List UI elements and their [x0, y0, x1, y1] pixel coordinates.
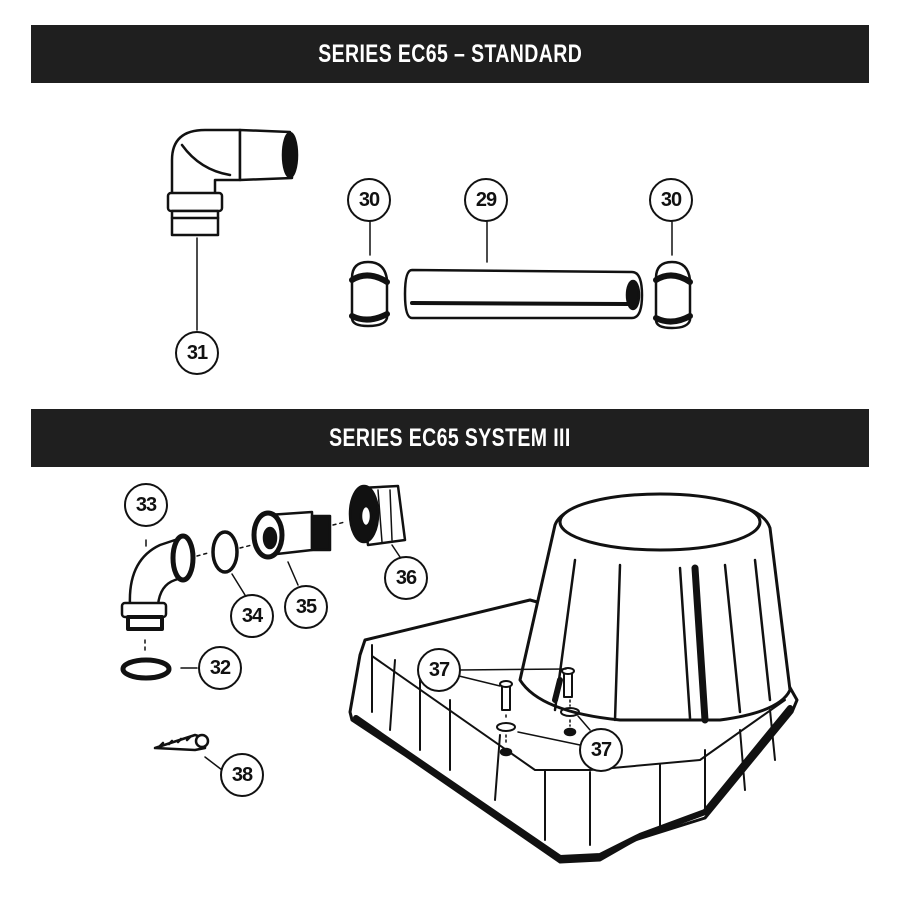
self-tapping-screw-38-illustration: [153, 733, 223, 771]
section-header-system-iii: SERIES EC65 SYSTEM III: [31, 409, 869, 467]
callout-37-top: 37: [417, 648, 461, 692]
callout-label: 34: [241, 604, 263, 627]
callout-38: 38: [220, 753, 264, 797]
housing-dome-illustration: [518, 492, 792, 724]
section-header-standard: SERIES EC65 – STANDARD: [31, 25, 869, 83]
elbow-fitting-33-illustration: [120, 533, 209, 653]
callout-30-right: 30: [649, 178, 693, 222]
section-title: SERIES EC65 – STANDARD: [318, 39, 582, 68]
callout-label: 35: [295, 595, 317, 618]
callout-label: 30: [660, 188, 682, 211]
union-adapter-35-illustration: [251, 510, 346, 586]
callout-37-bottom: 37: [579, 728, 623, 772]
callout-36: 36: [384, 556, 428, 600]
o-ring-34-illustration: [211, 530, 253, 596]
callout-label: 33: [135, 493, 157, 516]
screw-and-washer-37-illustration: [458, 667, 591, 757]
callout-label: 36: [395, 566, 417, 589]
elbow-fitting-31-illustration: [166, 128, 299, 331]
hose-29-illustration: [403, 221, 644, 320]
callout-label: 29: [475, 188, 497, 211]
callout-label: 37: [428, 658, 450, 681]
callout-30-left: 30: [347, 178, 391, 222]
union-nut-36-illustration: [348, 484, 407, 558]
hose-clamp-30b-illustration: [653, 221, 693, 330]
gasket-washer-32-illustration: [120, 657, 198, 681]
callout-label: 37: [590, 738, 612, 761]
callout-29: 29: [464, 178, 508, 222]
callout-label: 38: [231, 763, 253, 786]
callout-35: 35: [284, 585, 328, 629]
callout-label: 32: [209, 656, 231, 679]
section-title: SERIES EC65 SYSTEM III: [329, 423, 571, 452]
callout-label: 30: [358, 188, 380, 211]
callout-34: 34: [230, 594, 274, 638]
callout-31: 31: [175, 331, 219, 375]
callout-33: 33: [124, 483, 168, 527]
callout-label: 31: [186, 341, 208, 364]
hose-clamp-30a-illustration: [349, 221, 390, 328]
callout-32: 32: [198, 646, 242, 690]
